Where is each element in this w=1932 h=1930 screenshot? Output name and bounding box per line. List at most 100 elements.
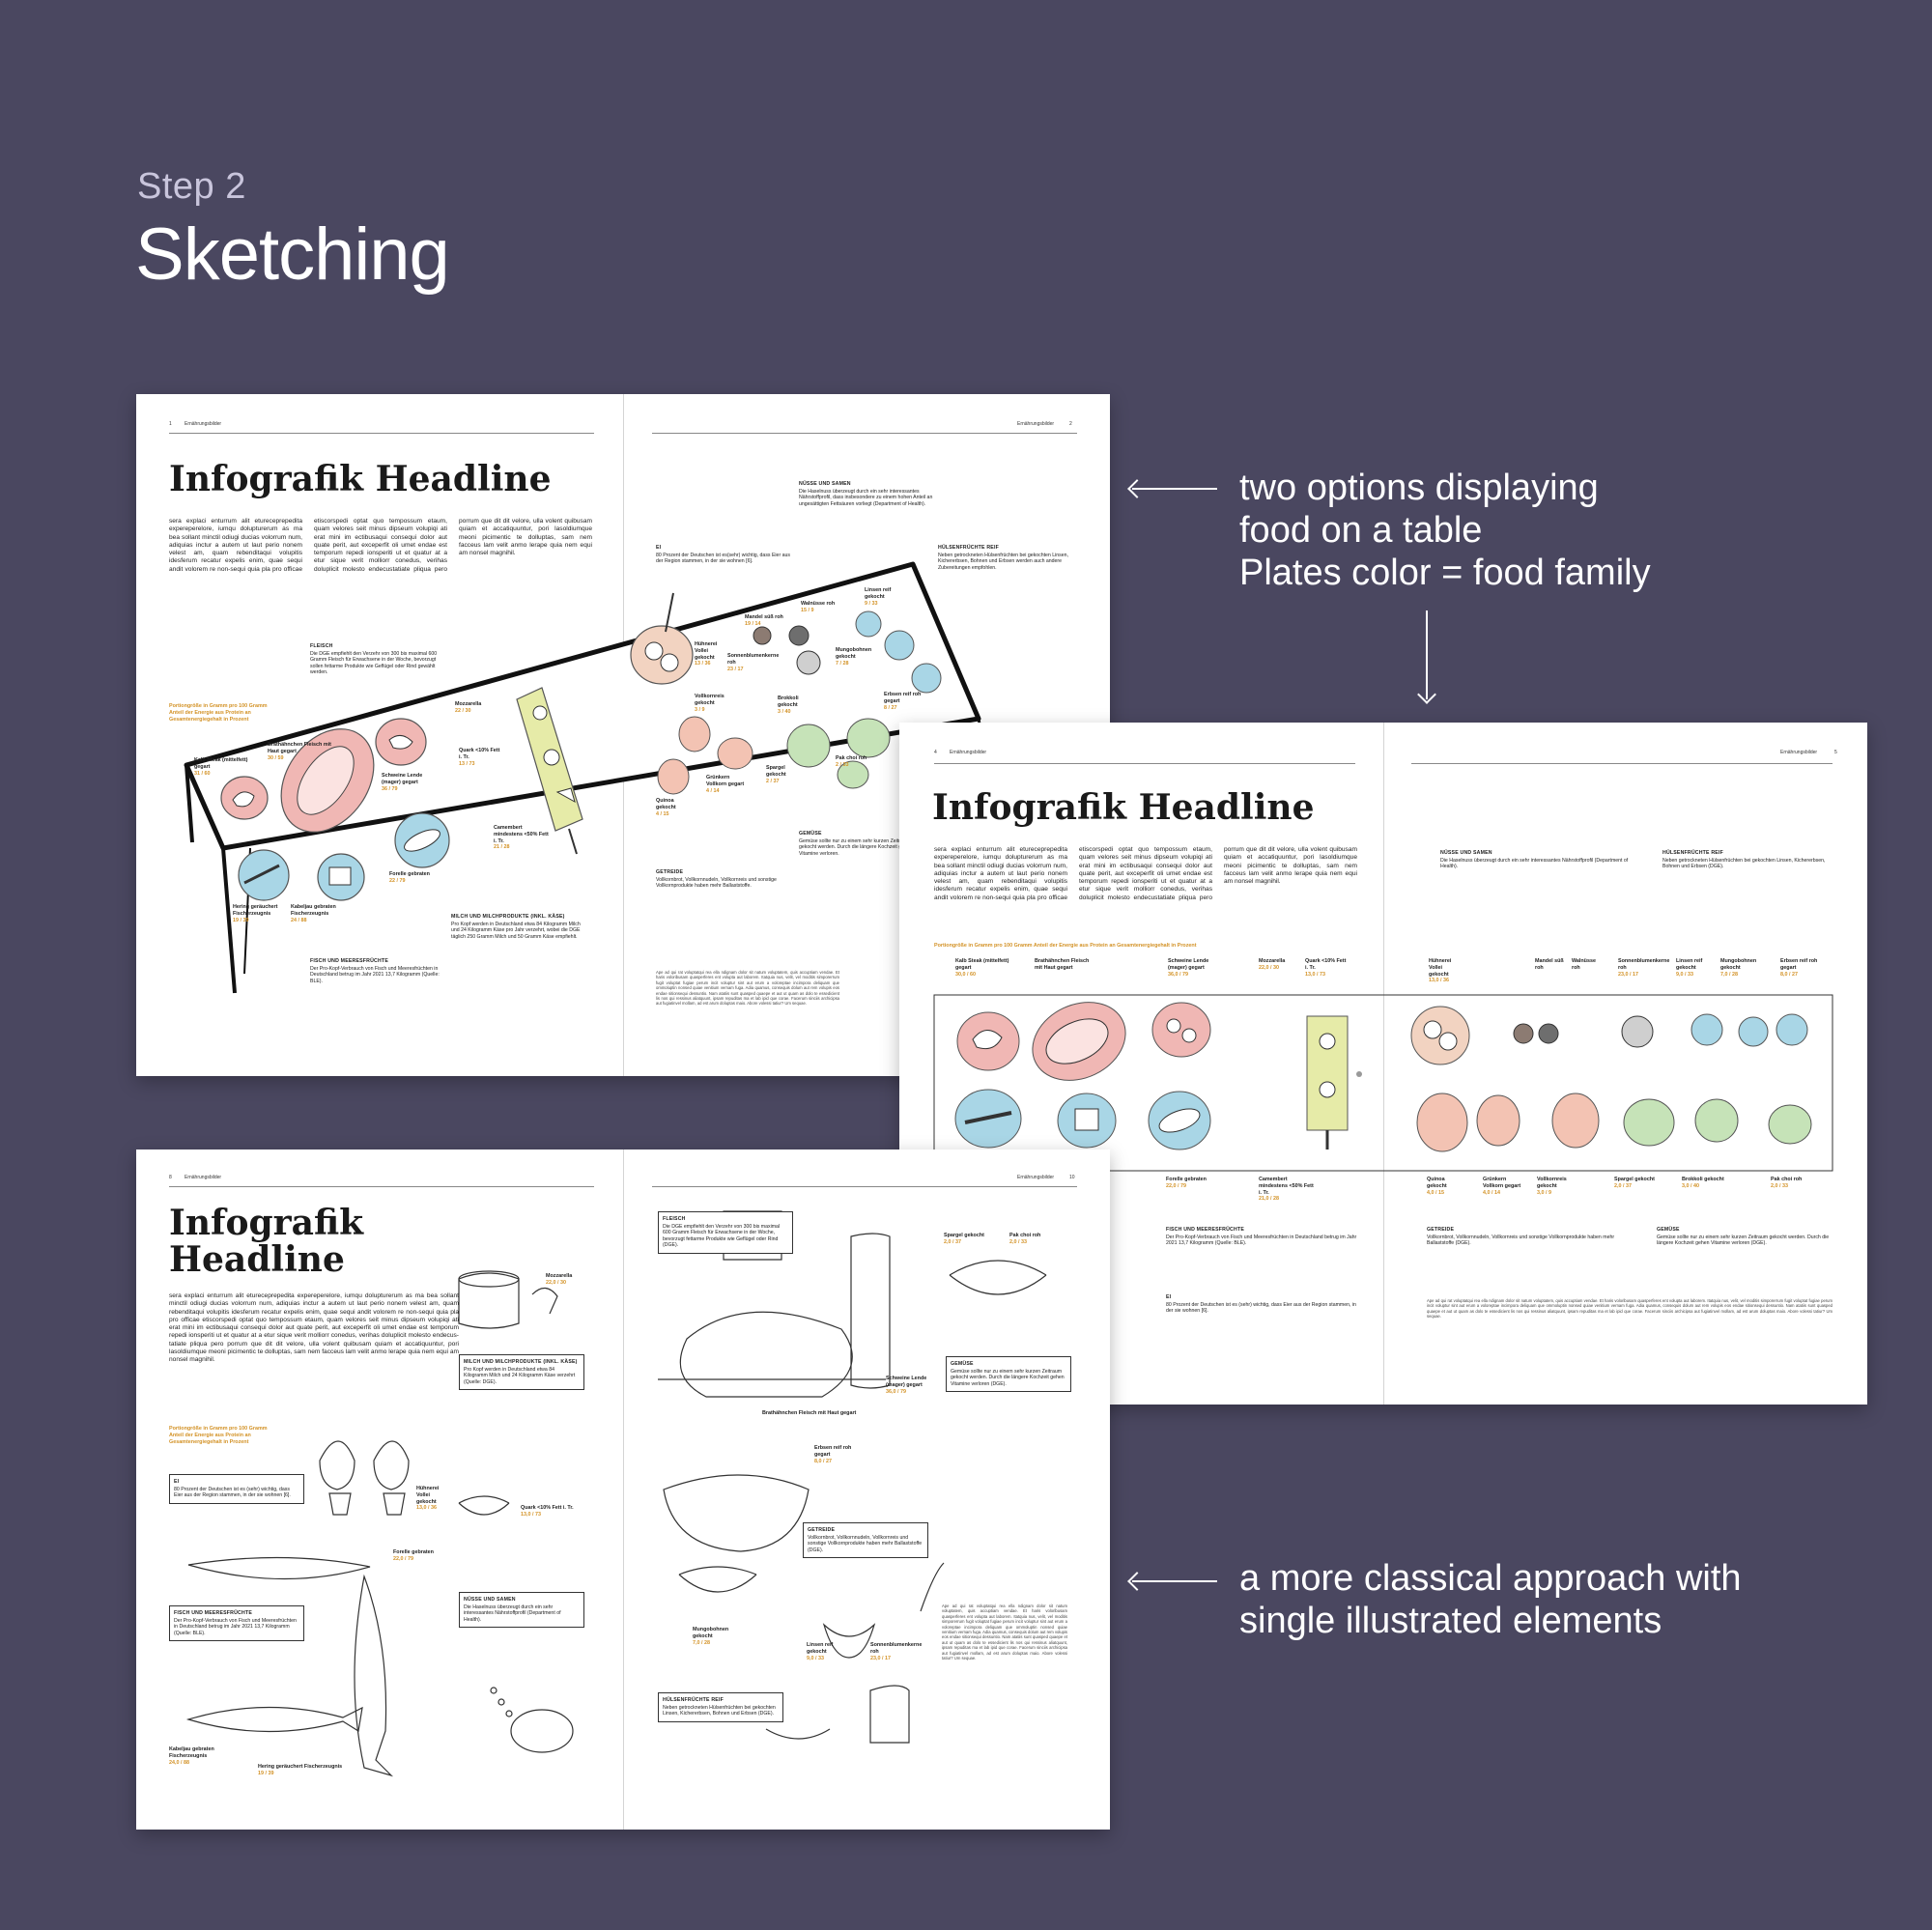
section-title: GETREIDE [656, 869, 684, 875]
section-text: Die Haselnuss überzeugt durch ein sehr i… [1440, 857, 1629, 870]
item-value: 4,0 / 15 [1427, 1189, 1444, 1196]
item-name: Kalb Steak (mittelfett) gegart [194, 757, 248, 770]
item-value: 23,0 / 17 [870, 1655, 891, 1661]
header-rule [169, 433, 594, 434]
item-name: Hering geräuchert Fischerzeugnis [258, 1764, 343, 1770]
item-value: 9,0 / 33 [807, 1655, 824, 1661]
fine-print: Ape ad qui rat voluptatqui rea ella ndig… [1427, 1298, 1833, 1320]
section-title: GETREIDE [808, 1527, 836, 1533]
section-huelsen: HÜLSENFRÜCHTE REIF Neben getrockneten Hü… [658, 1692, 783, 1722]
item-name: Hühnerei Vollei gekocht [1429, 958, 1452, 978]
item-value: 36,0 / 79 [886, 1388, 906, 1395]
section-title: FLEISCH [310, 643, 333, 649]
item-value: 22,0 / 30 [546, 1279, 566, 1286]
item-label: Mandel süß roh [1535, 958, 1564, 972]
item-value: 21 / 28 [494, 844, 510, 851]
annotation-line: a more classical approach with [1239, 1558, 1742, 1599]
item-value: 2,0 / 37 [944, 1238, 961, 1245]
item-name: Forelle gebraten [389, 871, 430, 877]
item-name: Spargel gekocht [1614, 1177, 1655, 1182]
item-name: Mungobohnen gekocht [693, 1627, 729, 1639]
item-label: Quark <10% Fett i. Tr.13,0 / 73 [1305, 958, 1350, 978]
item-value: 4,0 / 14 [1483, 1189, 1500, 1196]
item-value: 24,0 / 88 [169, 1759, 189, 1766]
legend-line: Gesamtenergiegehalt in Prozent [169, 717, 249, 723]
header-rule [652, 1186, 1077, 1187]
item-name: Quark <10% Fett i. Tr. [1305, 958, 1347, 971]
item-name: Mandel süß roh [1535, 958, 1564, 971]
header-rule [652, 433, 1077, 434]
item-label: Quark <10% Fett i. Tr.13,0 / 73 [521, 1505, 582, 1518]
item-value: 7,0 / 28 [693, 1639, 710, 1646]
section-text: Die DGE empfiehlt den Verzehr von 300 bi… [663, 1223, 781, 1249]
section-title: GEMÜSE [951, 1361, 974, 1367]
item-name: Pak choi roh [836, 755, 867, 761]
page-number: 10 [1069, 1175, 1075, 1180]
item-name: Erbsen reif roh gegart [814, 1445, 852, 1458]
item-name: Mungobohnen gekocht [836, 647, 872, 660]
item-label: Brathähnchen Fleisch mit Haut gegart [1035, 958, 1093, 972]
section-title: NÜSSE UND SAMEN [464, 1597, 516, 1603]
item-value: 3,0 / 40 [1682, 1182, 1699, 1189]
legend: Portiongröße in Gramm pro 100 Gramm Ante… [169, 1426, 304, 1446]
item-value: 2,0 / 33 [1771, 1182, 1788, 1189]
section-gemuese: GEMÜSE Gemüse sollte nur zu einem sehr k… [946, 1356, 1071, 1393]
running-head: Ernährungsbilder [185, 421, 222, 427]
item-value: 22 / 30 [455, 707, 471, 714]
headline-line: Headline [169, 1238, 345, 1280]
section-title: MILCH UND MILCHPRODUKTE (INKL. KÄSE) [451, 914, 565, 920]
item-name: Kabeljau gebraten Fischerzeugnis [169, 1746, 214, 1759]
headline: Infografik Headline [169, 1205, 363, 1280]
section-fleisch: FLEISCH Die DGE empfiehlt den Verzehr vo… [658, 1211, 793, 1254]
item-name: Erbsen reif roh gegart [884, 692, 922, 704]
fold-line [1383, 723, 1384, 1405]
section-title: EI [1166, 1294, 1172, 1300]
item-name: Mozzarella [1259, 958, 1286, 964]
item-name: Sonnenblumenkerne roh [727, 653, 780, 666]
item-name: Grünkern Vollkorn gegart [1483, 1177, 1521, 1189]
table-sketch [184, 561, 988, 994]
section-fisch: FISCH UND MEERESFRÜCHTE Der Pro-Kopf-Ver… [169, 1605, 304, 1642]
section-text: Neben getrockneten Hülsenfrüchten bei ge… [938, 552, 1068, 571]
item-name: Spargel gekocht [944, 1233, 984, 1238]
item-name: Linsen reif gekocht [1676, 958, 1703, 971]
section-nuesse: NÜSSE UND SAMEN Die Haselnuss überzeugt … [799, 481, 934, 507]
item-label: Camembert mindestens <50% Fett i. Tr.21,… [1259, 1177, 1317, 1203]
item-name: Quark <10% Fett i. Tr. [459, 748, 500, 760]
running-head: Ernährungsbilder [1780, 750, 1818, 755]
arrow-left-icon [1132, 1580, 1217, 1582]
item-name: Linsen reif gekocht [865, 587, 892, 600]
section-text: Der Pro-Kopf-Verbrauch von Fisch und Mee… [1166, 1234, 1357, 1247]
page-number: 1 [169, 421, 172, 427]
running-head: Ernährungsbilder [950, 750, 987, 755]
item-name: Quinoa gekocht [1427, 1177, 1447, 1189]
item-name: Erbsen reif roh gegart [1780, 958, 1818, 971]
running-head: Ernährungsbilder [1017, 421, 1055, 427]
item-label: Camembert mindestens <50% Fett i. Tr.21 … [494, 825, 552, 851]
section-title: FISCH UND MEERESFRÜCHTE [1166, 1227, 1244, 1233]
annotation-bottom: a more classical approach with single il… [1239, 1557, 1742, 1642]
section-text: Neben getrockneten Hülsenfrüchten bei ge… [1662, 857, 1826, 870]
page-title: Sketching [135, 213, 450, 296]
section-title: FISCH UND MEERESFRÜCHTE [310, 958, 388, 964]
sketch-illustrations [185, 1210, 1047, 1777]
item-value: 8,0 / 27 [1780, 971, 1798, 978]
